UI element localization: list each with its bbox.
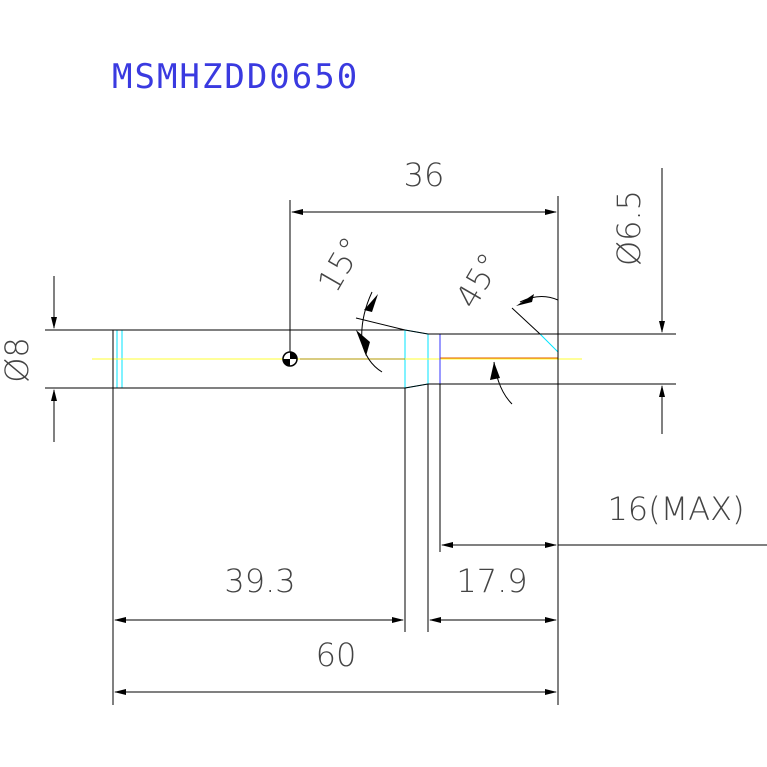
angle-arc-45 (519, 296, 559, 303)
dim-16-max: 16(MAX) (607, 490, 744, 528)
angle-arc-45-lower (493, 361, 513, 405)
dim-60: 60 (316, 636, 357, 674)
dim-39-3: 39.3 (224, 562, 295, 600)
outline-geometry (45, 168, 676, 705)
dim-dia-6-5: Ø6.5 (610, 190, 648, 266)
reference-point (282, 351, 298, 367)
dim-dia-8: Ø8 (0, 337, 36, 383)
part-number-title: MSMHZDD0650 (112, 57, 359, 97)
dim-17-9: 17.9 (456, 562, 527, 600)
angle-15: 15° (310, 230, 371, 298)
angle-45: 45° (448, 246, 509, 314)
dim-36: 36 (404, 156, 445, 194)
